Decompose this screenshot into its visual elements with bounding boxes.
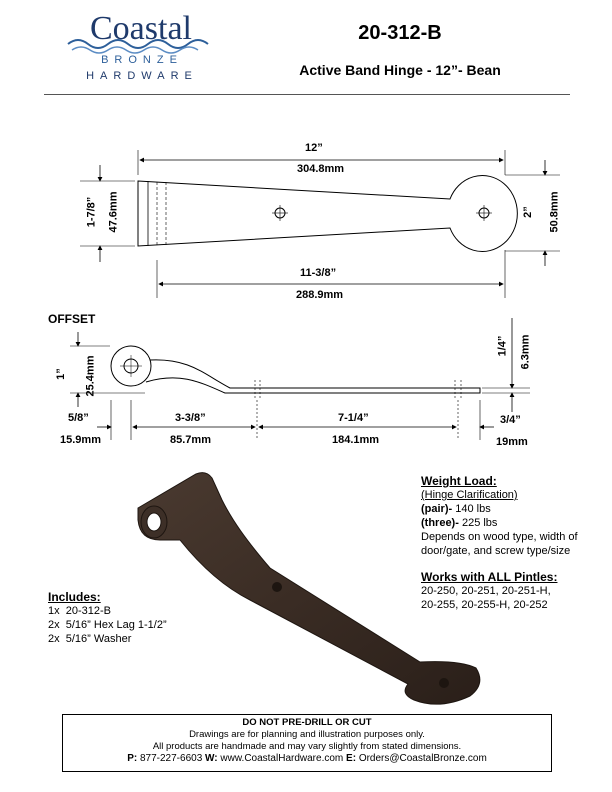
- offset-label: OFFSET: [48, 312, 96, 326]
- footer-email: Orders@CoastalBronze.com: [358, 753, 487, 764]
- includes-item: 2x 5/16” Washer: [48, 633, 132, 645]
- weight-pair: (pair)- 140 lbs: [421, 502, 606, 516]
- footer-website: www.CoastalHardware.com: [220, 753, 344, 764]
- dim-length-mm: 304.8mm: [297, 163, 345, 175]
- weight-note-1: Depends on wood type, width of: [421, 531, 578, 543]
- dim-seg4-in: 3/4”: [500, 414, 521, 426]
- footer-line-2: All products are handmade and may vary s…: [152, 741, 462, 752]
- top-view-drawing: [80, 150, 560, 298]
- dim-seg2-in: 3-3/8”: [175, 412, 206, 424]
- dim-height-in: 1”: [54, 368, 67, 380]
- dim-seg3-in: 7-1/4”: [338, 412, 369, 424]
- dim-seg1-in: 5/8”: [68, 412, 89, 424]
- footer-phone: 877-227-6603: [139, 753, 203, 764]
- includes-panel: Includes: 1x 20-312-B 2x 5/16” Hex Lag 1…: [48, 590, 228, 646]
- dim-height-mm: 25.4mm: [84, 355, 97, 397]
- hinge-rendering: [137, 472, 481, 705]
- dim-width-in: 1-7/8”: [85, 196, 98, 228]
- dim-seg4-mm: 19mm: [496, 436, 528, 448]
- footer-disclaimer: DO NOT PRE-DRILL OR CUT Drawings are for…: [62, 714, 552, 772]
- weight-pair-value: 140 lbs: [455, 503, 491, 515]
- weight-note-2: door/gate, and screw type/size: [421, 545, 571, 557]
- dim-seg3-mm: 184.1mm: [332, 434, 380, 446]
- includes-heading: Includes:: [48, 590, 101, 604]
- dim-seg1-mm: 15.9mm: [60, 434, 101, 446]
- weight-three: (three)- 225 lbs: [421, 516, 606, 530]
- dim-length-in: 12”: [305, 142, 323, 154]
- weight-pair-label: (pair)-: [421, 503, 453, 515]
- dim-end-mm: 50.8mm: [548, 191, 561, 233]
- part-number: 20-312-B: [358, 22, 442, 44]
- footer-warning: DO NOT PRE-DRILL OR CUT: [242, 717, 372, 728]
- footer-contact: P: 877-227-6603 W: www.CoastalHardware.c…: [127, 753, 487, 764]
- offset-view-drawing: [70, 318, 530, 440]
- dim-seg2-mm: 85.7mm: [170, 434, 211, 446]
- weight-sub: (Hinge Clarification): [421, 489, 518, 501]
- weight-three-value: 225 lbs: [461, 517, 498, 529]
- includes-item: 2x 5/16” Hex Lag 1-1/2”: [48, 619, 167, 631]
- header-divider: [44, 94, 570, 95]
- weight-load-panel: Weight Load: (Hinge Clarification) (pair…: [421, 474, 606, 612]
- pintles-line-1: 20-250, 20-251, 20-251-H,: [421, 585, 551, 597]
- dim-slot-in: 11-3/8”: [300, 267, 337, 279]
- pintles-heading: Works with ALL Pintles:: [421, 570, 558, 584]
- pintles-line-2: 20-255, 20-255-H, 20-252: [421, 599, 548, 611]
- brand-line-bronze: BRONZE: [101, 54, 183, 66]
- includes-item: 1x 20-312-B: [48, 605, 112, 617]
- dim-slot-mm: 288.9mm: [296, 289, 344, 301]
- weight-three-label: (three)-: [421, 517, 459, 529]
- brand-line-hardware: HARDWARE: [86, 70, 198, 82]
- dim-thick-mm: 6.3mm: [519, 334, 532, 370]
- footer-line-1: Drawings are for planning and illustrati…: [189, 729, 425, 740]
- weight-heading: Weight Load:: [421, 474, 497, 488]
- dim-thick-in: 1/4”: [496, 335, 509, 357]
- dim-width-mm: 47.6mm: [107, 191, 120, 233]
- dim-end-in: 2”: [521, 206, 534, 218]
- product-title: Active Band Hinge - 12”- Bean: [299, 62, 501, 78]
